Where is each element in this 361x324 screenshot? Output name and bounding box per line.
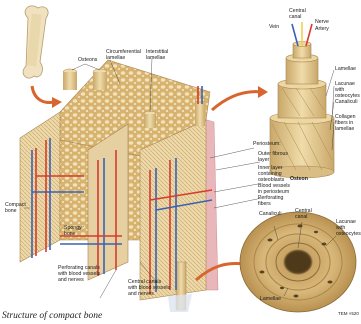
label-lacunae-osteocytes-right: Lacunae with osteocytes: [335, 82, 361, 99]
figure-caption: Structure of compact bone: [2, 311, 102, 321]
label-nerve: Nerve: [315, 20, 329, 26]
label-canaliculi-bottom: Canaliculi: [259, 212, 282, 218]
label-vein: Vein: [269, 25, 279, 31]
label-central-canal-bottom: Central canal: [295, 209, 312, 221]
label-circumferential-lamellae: Circumferential lamellae: [106, 50, 141, 62]
label-blood-vessels-periosteum: Blood vessels in periosteum: [258, 184, 290, 196]
label-lamellae-bottom: Lamellae: [260, 297, 281, 303]
label-perforating-canals: Perforating canals with blood vessels an…: [58, 266, 100, 283]
label-compact-bone: Compact bone: [5, 203, 26, 215]
label-lamellae-right: Lamellae: [335, 67, 356, 73]
label-central-canal-top: Central canal: [289, 9, 306, 21]
arrow-to-osteon: [212, 92, 262, 110]
arrow-to-section: [32, 86, 54, 102]
label-central-canals: Central canals with blood vessels and ne…: [128, 280, 170, 297]
label-spongy-bone: Spongy bone: [64, 226, 82, 238]
label-osteon: Osteon: [290, 177, 308, 183]
arrow-head-section: [52, 97, 62, 108]
label-osteons: Osteons: [78, 58, 97, 64]
label-lacunae-osteocytes-bottom: Lacunae with osteocytes: [336, 220, 361, 237]
label-interstitial-lamellae: Interstitial lamellae: [146, 50, 168, 62]
long-bone-illustration: [23, 6, 48, 78]
label-tem-magnification: TEM ×520: [338, 311, 359, 316]
arrow-head-osteon: [258, 86, 268, 98]
label-perforating-fibers: Perforating fibers: [258, 196, 283, 208]
label-collagen-fibers: Collagen fibers in lamellae: [335, 115, 355, 132]
label-inner-layer-osteoblasts: Inner layer containing osteoblasts: [258, 166, 284, 183]
label-outer-fibrous-layer: Outer fibrous layer: [258, 152, 288, 164]
label-canaliculi-right: Canaliculi: [335, 100, 358, 106]
label-artery: Artery: [315, 27, 329, 33]
label-periosteum: Periosteum:: [253, 142, 281, 148]
